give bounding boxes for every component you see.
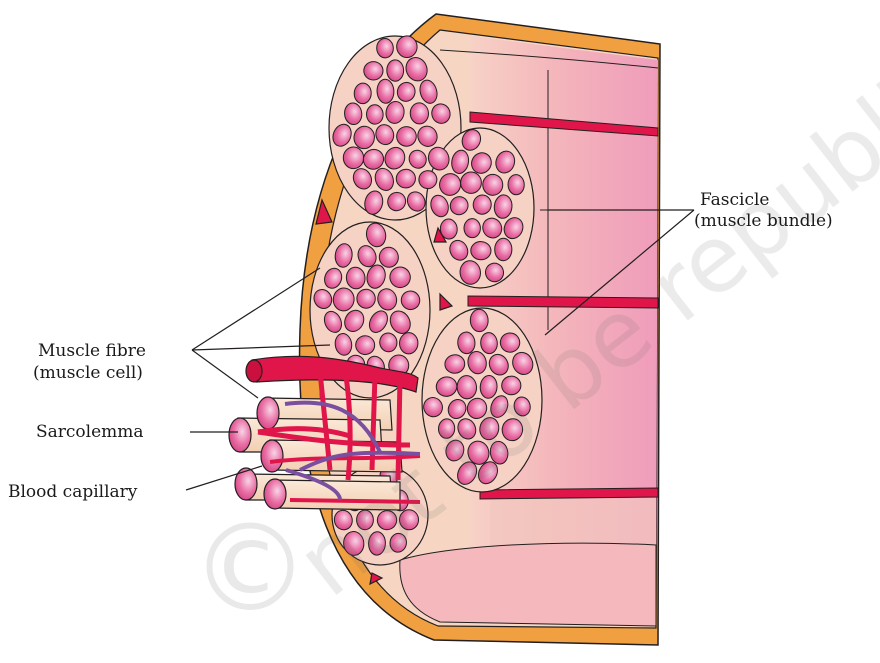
muscle-fibre-cell	[470, 241, 491, 260]
fibre-end	[261, 440, 283, 472]
muscle-fibre-cell	[387, 60, 404, 82]
label-blood-capillary: Blood capillary	[8, 482, 137, 502]
muscle-fibre-cell	[399, 510, 418, 530]
muscle-fibre-cell	[357, 289, 376, 308]
fibre-end	[235, 468, 257, 500]
muscle-fibre-cell	[368, 531, 386, 555]
muscle-fibre-cell	[464, 219, 481, 238]
muscle-fibre-cell	[482, 174, 503, 196]
label-fascicle-sub: (muscle bundle)	[694, 211, 833, 231]
fibre-end	[264, 479, 286, 509]
muscle-fibre-cell	[399, 332, 418, 354]
muscle-fibre-cell	[343, 147, 364, 169]
fibre-end	[229, 418, 251, 452]
label-sarcolemma: Sarcolemma	[36, 422, 144, 442]
muscle-fibre-cell	[501, 376, 521, 396]
label-muscle-fibre-sub: (muscle cell)	[33, 363, 143, 383]
muscle-fibre-cell	[366, 104, 384, 124]
muscle-fibre-cell	[376, 38, 394, 58]
muscle-fibre-cell	[495, 238, 512, 260]
muscle-fibre-cell	[364, 62, 383, 80]
muscle-fibre-cell	[508, 174, 525, 195]
side-vessel	[480, 488, 658, 499]
label-muscle-fibre: Muscle fibre	[38, 341, 146, 361]
muscle-fibre-cell	[354, 83, 372, 104]
fibre-end	[257, 397, 279, 429]
muscle-fibre-cell	[470, 309, 489, 332]
label-fascicle: Fascicle	[700, 190, 769, 210]
muscle-fibre-cell	[356, 510, 373, 530]
side-vessel	[468, 296, 658, 308]
